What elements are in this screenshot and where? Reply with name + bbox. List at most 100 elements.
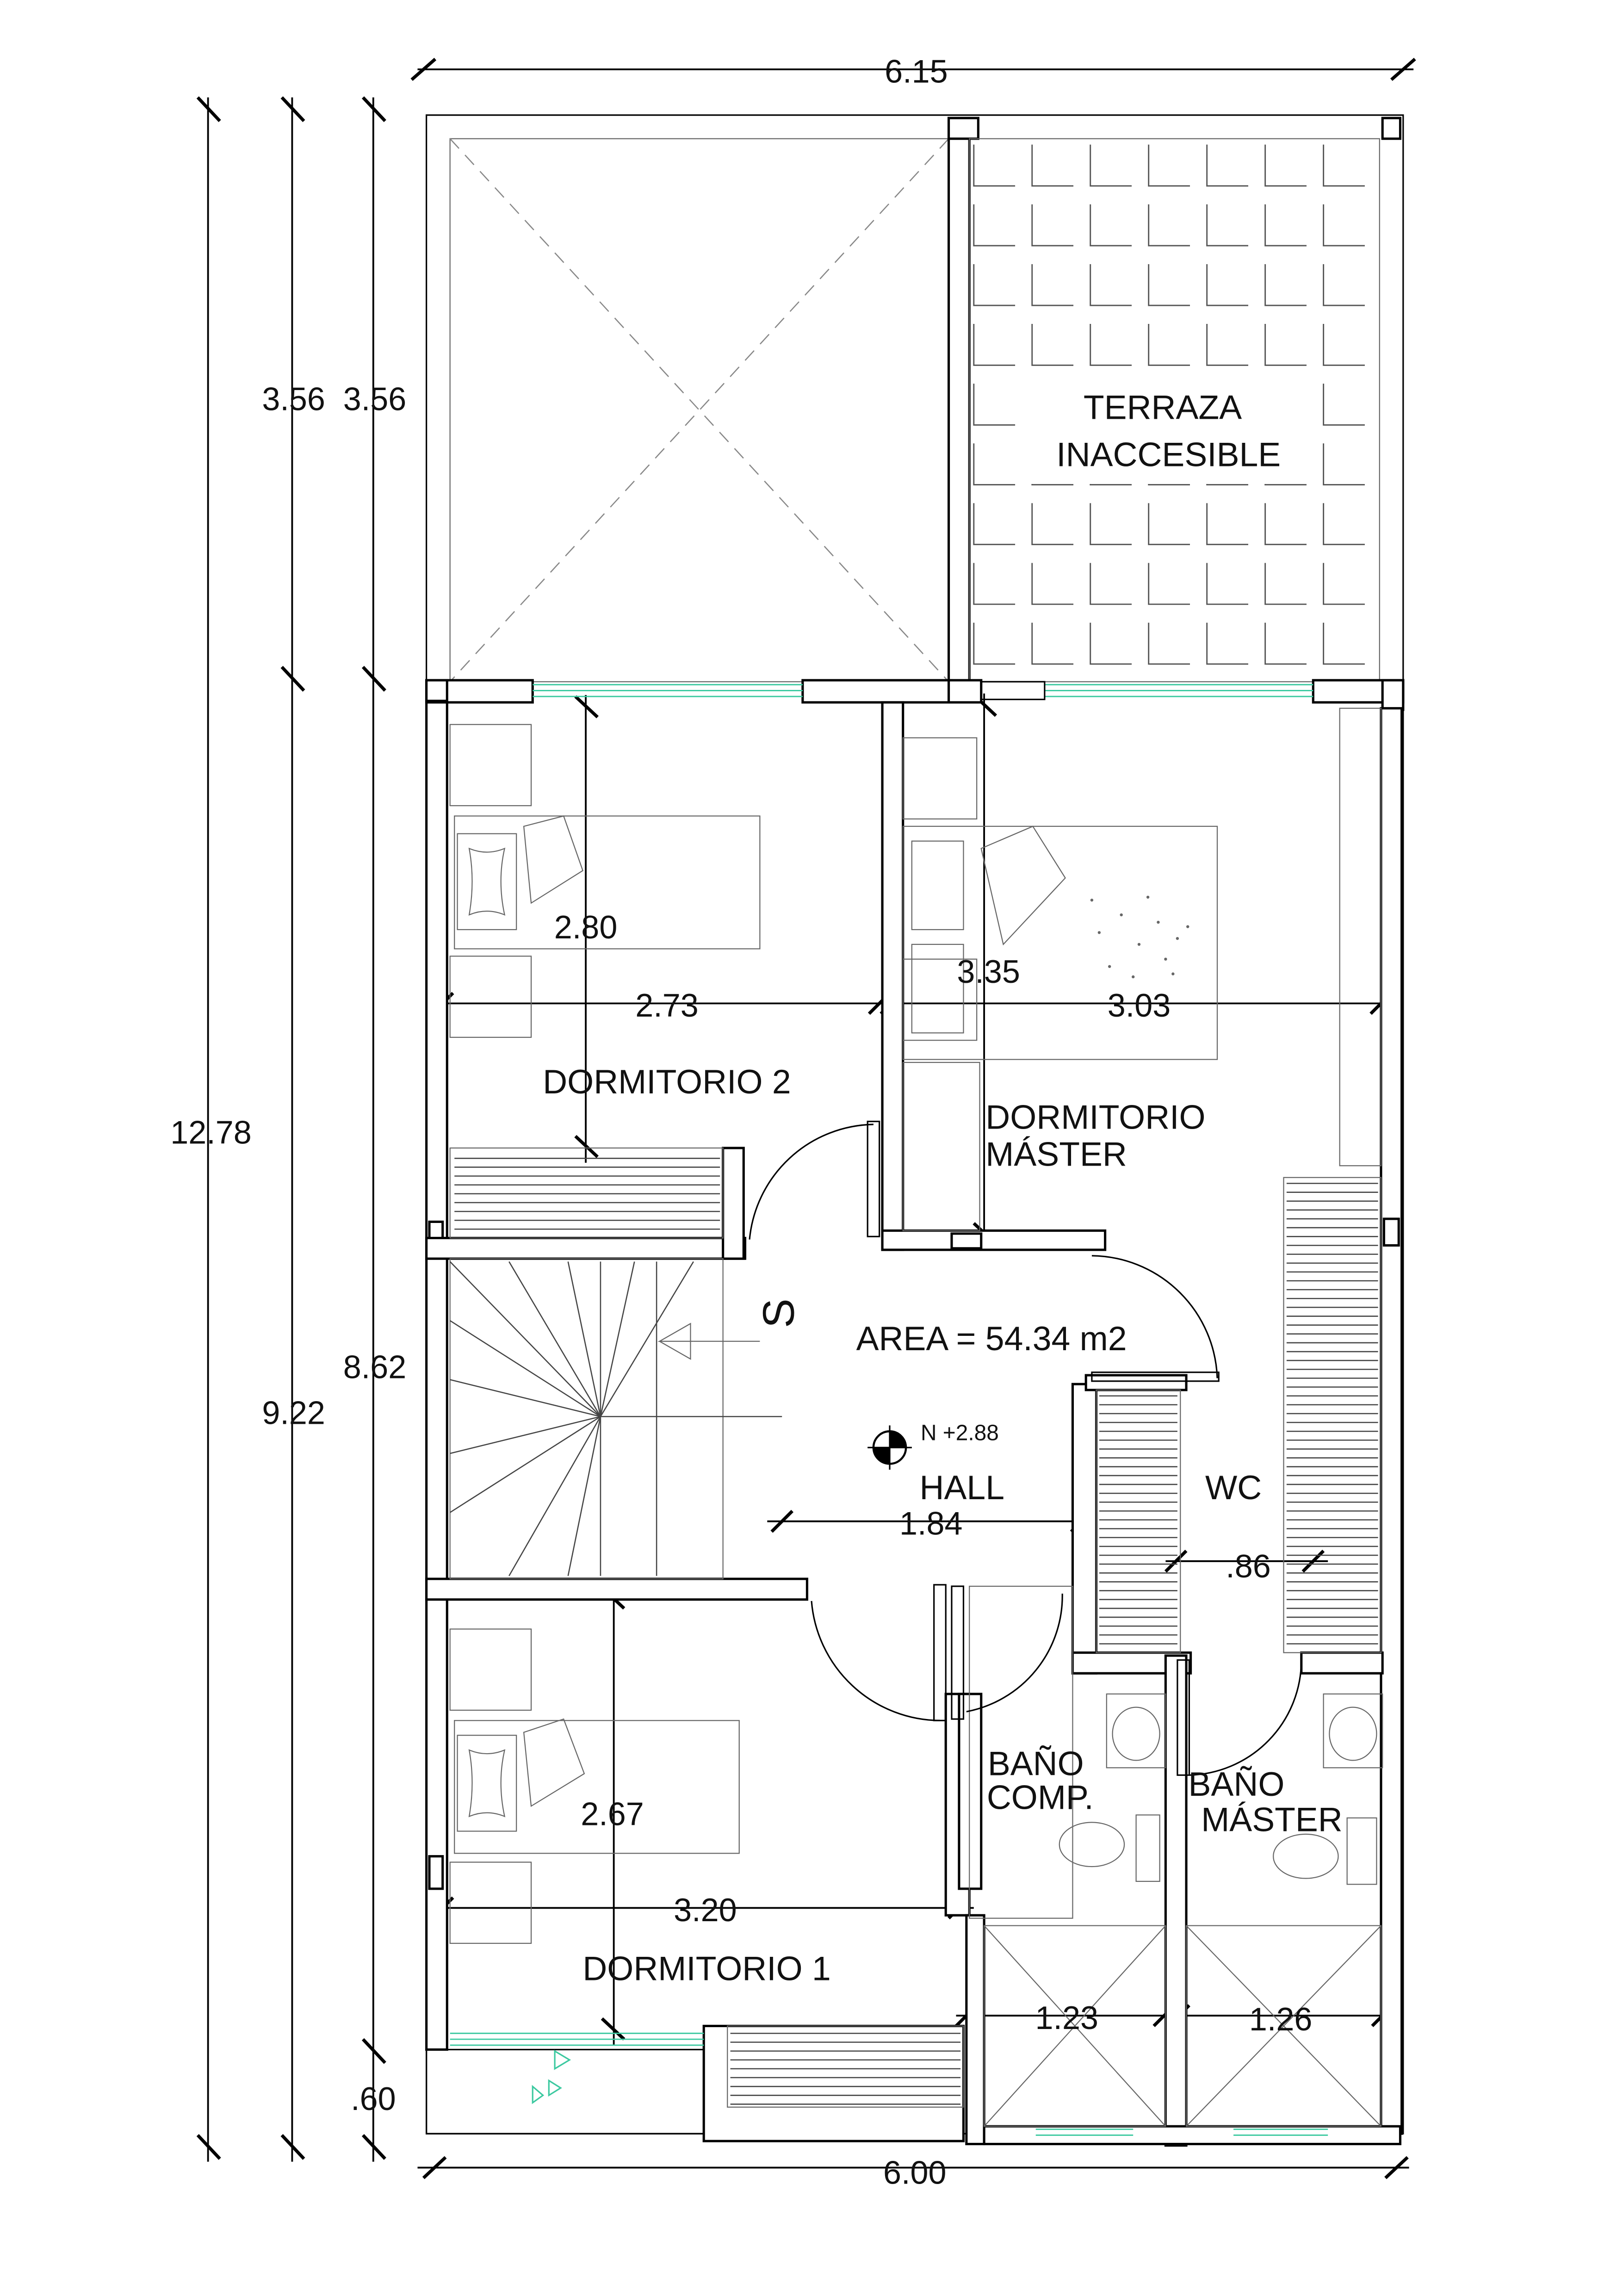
terrace-tile bbox=[1264, 503, 1307, 546]
dim-garden-depth: .60 bbox=[351, 2080, 396, 2117]
terrace-tile bbox=[973, 443, 1016, 486]
bed-dot bbox=[1176, 937, 1179, 940]
terrace-tile bbox=[1031, 503, 1074, 546]
stair-step bbox=[508, 1416, 601, 1576]
area-label: AREA = 54.34 m2 bbox=[856, 1320, 1127, 1358]
dim-master-width: 3.03 bbox=[1108, 987, 1171, 1024]
terrace-tile bbox=[1148, 563, 1190, 605]
terrace-tile bbox=[1090, 204, 1132, 247]
terrace-tile bbox=[1031, 264, 1074, 306]
stair-step bbox=[567, 1416, 601, 1576]
terrace-tile bbox=[1031, 323, 1074, 366]
terrace-tile bbox=[1206, 503, 1248, 546]
room-label-bano-comp-1: BAÑO bbox=[988, 1744, 1084, 1782]
terrace-zone bbox=[426, 114, 1404, 2135]
dimension-labels: 6.15 6.00 12.78 3.56 3.56 9.22 8.62 .60 … bbox=[170, 53, 1312, 2191]
terrace-tile bbox=[1031, 622, 1074, 665]
room-label-dorm2: DORMITORIO 2 bbox=[543, 1063, 791, 1101]
terrace-tile bbox=[1090, 323, 1132, 366]
bed-dot bbox=[1171, 972, 1175, 975]
terrace-tile bbox=[1148, 204, 1190, 247]
terrace-tile bbox=[973, 204, 1016, 247]
terrace-tile bbox=[973, 144, 1016, 187]
bed-dot bbox=[1108, 965, 1111, 968]
stair-step bbox=[450, 1379, 601, 1417]
terrace-tile bbox=[973, 622, 1016, 665]
terrace-tile bbox=[1148, 144, 1190, 187]
terrace-tile bbox=[1264, 144, 1307, 187]
terrace-tile bbox=[1090, 264, 1132, 306]
dim-bottom-width: 6.00 bbox=[883, 2154, 947, 2191]
bed-dot bbox=[1090, 899, 1094, 902]
stair-step bbox=[449, 1416, 601, 1513]
terrace-tile bbox=[973, 563, 1016, 605]
closet-lines-master bbox=[1286, 1183, 1378, 1644]
bed-dot bbox=[1164, 957, 1167, 961]
stair-step bbox=[449, 1320, 601, 1417]
room-label-master-2: MÁSTER bbox=[985, 1135, 1127, 1173]
stair-step bbox=[508, 1261, 601, 1417]
dim-shower2-width: 1.26 bbox=[1249, 2001, 1313, 2037]
terrace-tile bbox=[1323, 204, 1365, 247]
stair-step bbox=[600, 1261, 694, 1417]
dim-dorm2-depth: 2.80 bbox=[554, 909, 618, 945]
bed-dot bbox=[1120, 913, 1123, 917]
terrace-tile bbox=[1031, 204, 1074, 247]
bed-dot bbox=[1186, 925, 1189, 928]
terrace-tile bbox=[1206, 144, 1248, 187]
room-label-hall: HALL bbox=[920, 1469, 1004, 1507]
dim-dorm1-depth: 2.67 bbox=[581, 1796, 644, 1832]
room-label-inaccesible: INACCESIBLE bbox=[1056, 436, 1281, 474]
closet-lines-dorm2 bbox=[454, 1158, 720, 1230]
dim-top-width: 6.15 bbox=[885, 53, 948, 90]
dim-lower-b: 8.62 bbox=[343, 1348, 407, 1385]
doors bbox=[749, 1121, 1302, 1776]
terrace-tile bbox=[1206, 323, 1248, 366]
terrace-tile bbox=[1323, 264, 1365, 306]
terrace-tile bbox=[1090, 503, 1132, 546]
terrace-tile bbox=[1264, 264, 1307, 306]
stair-step bbox=[450, 1416, 601, 1454]
terrace-tile bbox=[1323, 323, 1365, 366]
terrace-tile bbox=[1323, 622, 1365, 665]
dim-terrace-a: 3.56 bbox=[262, 381, 325, 417]
terrace-tile bbox=[1206, 622, 1248, 665]
dim-dorm2-width: 2.73 bbox=[635, 987, 699, 1024]
room-labels: TERRAZA INACCESIBLE DORMITORIO 2 DORMITO… bbox=[543, 389, 1343, 1988]
terrace-tile bbox=[1148, 264, 1190, 306]
terrace-tile bbox=[1090, 622, 1132, 665]
terrace-tile bbox=[1206, 264, 1248, 306]
stair-steps bbox=[449, 1261, 782, 1576]
terrace-tile bbox=[1264, 622, 1307, 665]
terrace-tile bbox=[1148, 622, 1190, 665]
level-label: N +2.88 bbox=[921, 1421, 999, 1445]
bed-dot bbox=[1132, 975, 1135, 979]
dim-lower-a: 9.22 bbox=[262, 1394, 325, 1431]
room-label-terraza: TERRAZA bbox=[1084, 389, 1242, 427]
room-label-master-1: DORMITORIO bbox=[985, 1098, 1205, 1136]
furniture bbox=[449, 707, 1383, 2127]
terrace-tile bbox=[1031, 563, 1074, 605]
room-label-dorm1: DORMITORIO 1 bbox=[582, 1950, 830, 1988]
dim-shower1-width: 1.23 bbox=[1035, 1999, 1098, 2036]
terrace-tile bbox=[1264, 563, 1307, 605]
terrace-tile bbox=[1090, 144, 1132, 187]
walls bbox=[425, 679, 1405, 2147]
stair-step bbox=[567, 1261, 601, 1417]
terrace-tile bbox=[1323, 503, 1365, 546]
terrace-tile bbox=[1323, 443, 1365, 486]
terrace-tile bbox=[1323, 563, 1365, 605]
room-label-bano-master-2: MÁSTER bbox=[1201, 1800, 1343, 1838]
terrace-tile bbox=[1090, 563, 1132, 605]
level-marker-icon bbox=[867, 1425, 912, 1470]
terrace-tile bbox=[973, 384, 1016, 426]
room-label-wc: WC bbox=[1205, 1469, 1262, 1507]
bed-pattern bbox=[1090, 895, 1189, 979]
terrace-tile bbox=[1323, 384, 1365, 426]
annotations: AREA = 54.34 m2 N +2.88 S bbox=[754, 1298, 1127, 1445]
terrace-tile bbox=[973, 503, 1016, 546]
terrace-tile bbox=[1031, 144, 1074, 187]
terrace-tile bbox=[973, 264, 1016, 306]
bed-dot bbox=[1097, 931, 1101, 934]
stair-up-mark: S bbox=[754, 1298, 804, 1328]
